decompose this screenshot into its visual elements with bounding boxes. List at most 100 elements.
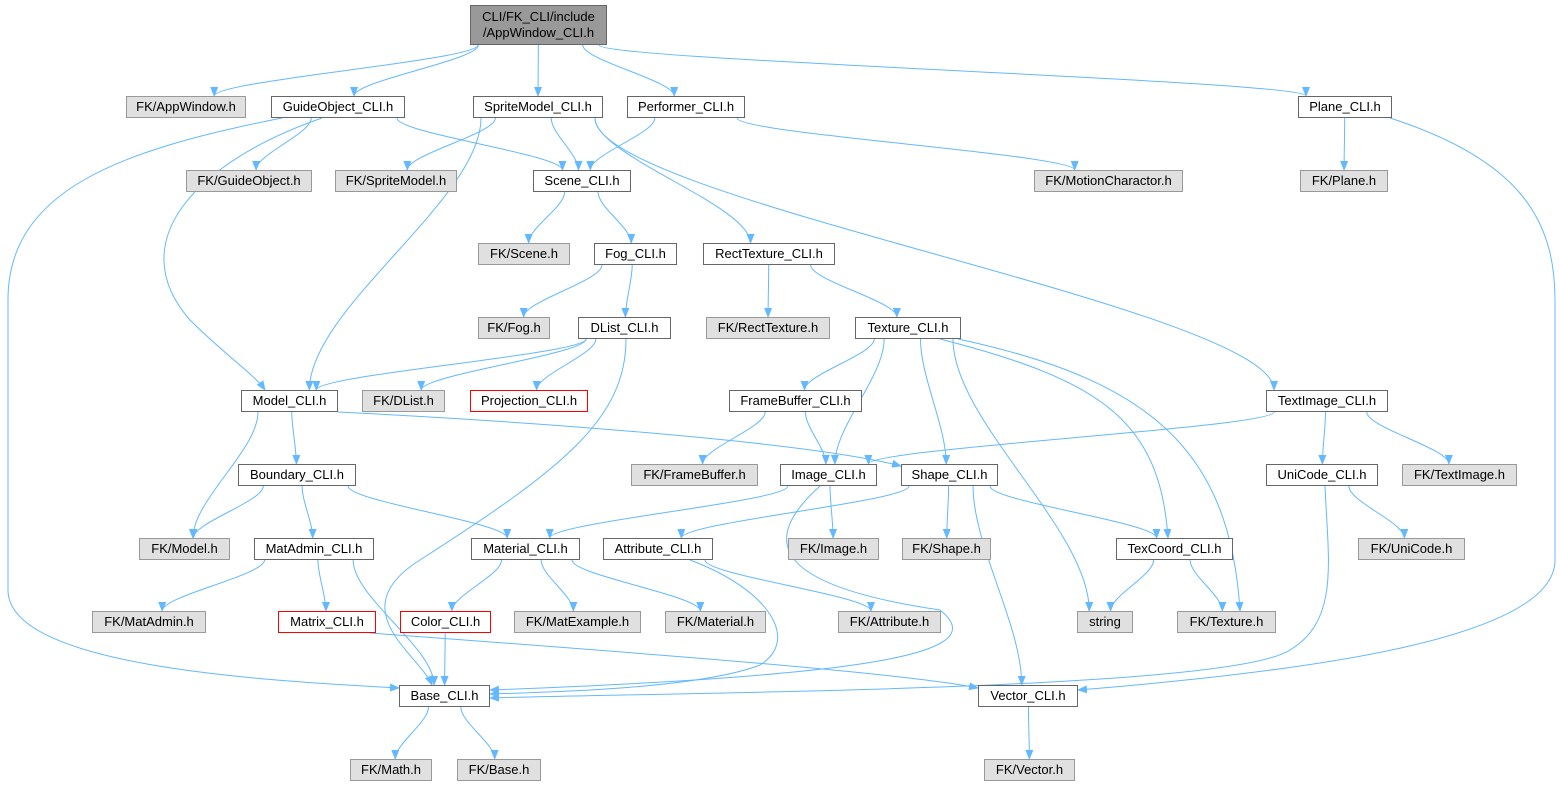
edge-boundary-to-fk_model (189, 485, 264, 539)
node-image[interactable]: Image_CLI.h (780, 464, 877, 486)
edge-dlist-to-projection (532, 338, 597, 391)
node-plane[interactable]: Plane_CLI.h (1298, 96, 1392, 118)
node-fk-matadmin[interactable]: FK/MatAdmin.h (92, 611, 206, 633)
node-material[interactable]: Material_CLI.h (471, 538, 580, 560)
node-fk-shape[interactable]: FK/Shape.h (902, 538, 991, 560)
node-fk-attribute[interactable]: FK/Attribute.h (838, 611, 941, 633)
edge-shape-to-vector (972, 485, 1026, 686)
edge-vector-to-fk_vector (1025, 706, 1034, 760)
edge-texture-to-fk_texture (957, 338, 1244, 612)
node-framebuffer[interactable]: FrameBuffer_CLI.h (729, 390, 862, 412)
node-boundary[interactable]: Boundary_CLI.h (238, 464, 356, 486)
node-fk-image[interactable]: FK/Image.h (788, 538, 879, 560)
node-fk-framebuffer[interactable]: FK/FrameBuffer.h (631, 464, 758, 486)
node-string[interactable]: string (1077, 611, 1133, 633)
edge-performer-to-scene (586, 117, 656, 171)
edge-texture-to-framebuffer (800, 338, 875, 391)
edge-guideobject-to-scene (396, 117, 567, 171)
edge-model-to-fk_model (188, 411, 259, 539)
node-fk-unicode[interactable]: FK/UniCode.h (1358, 538, 1465, 560)
edge-texcoord-to-string (1106, 559, 1155, 612)
edge-texture-to-shape (919, 338, 951, 465)
node-color[interactable]: Color_CLI.h (400, 611, 491, 633)
node-guideobject[interactable]: GuideObject_CLI.h (271, 96, 405, 118)
node-fk-appwindow[interactable]: FK/AppWindow.h (126, 96, 246, 118)
node-texcoord[interactable]: TexCoord_CLI.h (1116, 538, 1233, 560)
node-spritemodel[interactable]: SpriteModel_CLI.h (473, 96, 603, 118)
node-projection[interactable]: Projection_CLI.h (470, 390, 588, 412)
node-fk-base[interactable]: FK/Base.h (457, 759, 541, 781)
node-fk-texture[interactable]: FK/Texture.h (1177, 611, 1276, 633)
node-fk-vector[interactable]: FK/Vector.h (984, 759, 1075, 781)
edge-performer-to-fk_motion (736, 117, 1079, 171)
node-fog[interactable]: Fog_CLI.h (594, 243, 677, 265)
node-fk-plane[interactable]: FK/Plane.h (1300, 170, 1388, 192)
edge-spritemodel-to-textimage (594, 117, 1278, 391)
node-vector[interactable]: Vector_CLI.h (978, 685, 1078, 707)
edge-image-to-fk_image (829, 485, 838, 539)
node-textimage[interactable]: TextImage_CLI.h (1266, 390, 1388, 412)
edge-material-to-fk_matexample (540, 559, 578, 612)
edge-textimage-to-fk_textimage (1366, 411, 1453, 465)
edge-guideobject-to-base (7, 117, 400, 692)
node-matadmin[interactable]: MatAdmin_CLI.h (254, 538, 374, 560)
edge-boundary-to-matadmin (301, 485, 317, 539)
node-scene[interactable]: Scene_CLI.h (533, 170, 631, 192)
edge-textimage-to-image (864, 411, 1275, 465)
edge-root-to-plane (598, 44, 1310, 97)
node-fk-fog[interactable]: FK/Fog.h (478, 317, 550, 339)
edge-recttexture-to-fk_recttexture (764, 264, 773, 318)
edge-plane-to-vector (1077, 117, 1556, 694)
node-recttexture[interactable]: RectTexture_CLI.h (703, 243, 835, 265)
edge-base-to-fk_math (391, 706, 429, 760)
edge-spritemodel-to-model (305, 117, 482, 391)
node-fk-guideobject[interactable]: FK/GuideObject.h (186, 170, 312, 192)
edge-matadmin-to-matrix (317, 559, 330, 612)
node-shape[interactable]: Shape_CLI.h (901, 464, 998, 486)
node-matrix[interactable]: Matrix_CLI.h (278, 611, 376, 633)
node-base[interactable]: Base_CLI.h (399, 685, 490, 707)
node-fk-textimage[interactable]: FK/TextImage.h (1402, 464, 1517, 486)
edge-scene-to-fk_scene (524, 191, 566, 244)
edge-root-to-guideobject (350, 44, 479, 97)
node-fk-material[interactable]: FK/Material.h (665, 611, 766, 633)
edge-plane-to-fk_plane (1340, 117, 1349, 171)
node-performer[interactable]: Performer_CLI.h (627, 96, 745, 118)
edge-texture-to-string (952, 338, 1094, 612)
edge-root-to-fk_appwindow (210, 44, 479, 97)
edge-material-to-fk_material (571, 559, 705, 612)
edge-textimage-to-unicode (1318, 411, 1327, 465)
edge-attribute-to-fk_attribute (704, 559, 875, 612)
edge-recttexture-to-texture (810, 264, 901, 318)
edge-unicode-to-fk_unicode (1348, 485, 1409, 539)
node-fk-dlist[interactable]: FK/DList.h (362, 390, 445, 412)
edge-guideobject-to-fk_guideobject (252, 117, 312, 171)
node-fk-model[interactable]: FK/Model.h (139, 538, 230, 560)
node-fk-motion[interactable]: FK/MotionCharactor.h (1034, 170, 1183, 192)
node-fk-recttexture[interactable]: FK/RectTexture.h (706, 317, 830, 339)
edge-dlist-to-fk_dlist (417, 338, 587, 391)
edge-base-to-fk_base (460, 706, 499, 760)
node-dlist[interactable]: DList_CLI.h (578, 317, 671, 339)
edge-matadmin-to-base (352, 559, 439, 686)
node-fk-spritemodel[interactable]: FK/SpriteModel.h (335, 170, 457, 192)
node-attribute[interactable]: Attribute_CLI.h (603, 538, 713, 560)
node-fk-scene[interactable]: FK/Scene.h (478, 243, 570, 265)
edge-spritemodel-to-scene (550, 117, 583, 171)
edge-fog-to-dlist (621, 264, 633, 318)
node-texture[interactable]: Texture_CLI.h (855, 317, 961, 339)
edge-dlist-to-base (384, 338, 627, 686)
edge-matrix-to-vector (369, 632, 979, 691)
edge-fog-to-fk_fog (519, 264, 603, 318)
node-model[interactable]: Model_CLI.h (241, 390, 338, 412)
node-fk-matexample[interactable]: FK/MatExample.h (514, 611, 641, 633)
edge-spritemodel-to-fk_spritemodel (403, 117, 496, 171)
node-fk-math[interactable]: FK/Math.h (350, 759, 432, 781)
edge-unicode-to-base (489, 485, 1329, 702)
node-root: CLI/FK_CLI/include /AppWindow_CLI.h (470, 5, 607, 45)
edge-guideobject-to-model (163, 117, 323, 391)
edge-color-to-base (440, 632, 449, 686)
node-unicode[interactable]: UniCode_CLI.h (1266, 464, 1378, 486)
edge-matadmin-to-fk_matadmin (158, 559, 265, 612)
